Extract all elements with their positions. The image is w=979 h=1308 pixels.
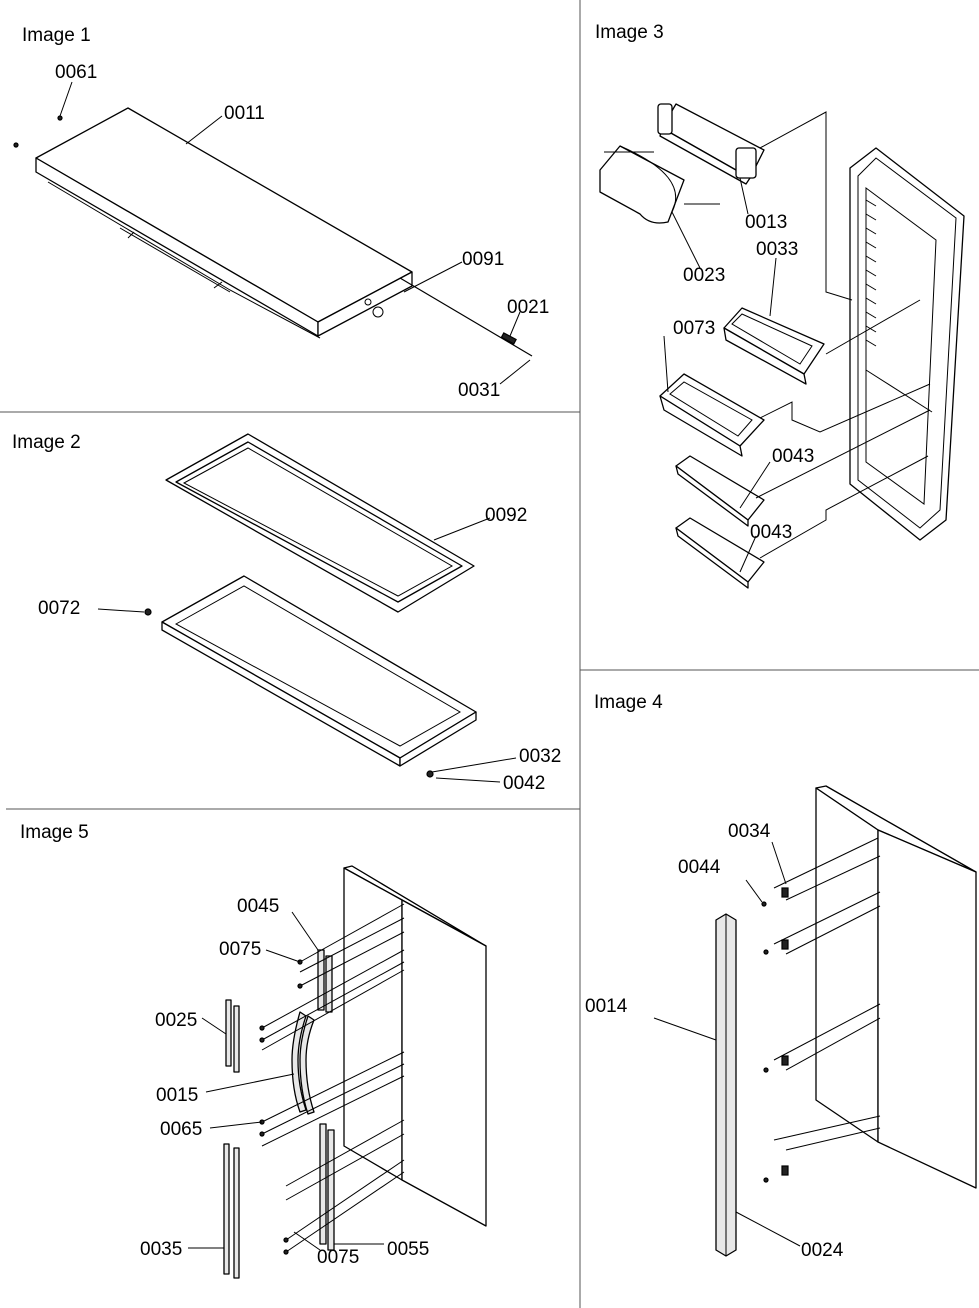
screws-0075 (283, 959, 303, 1255)
callout-0055: 0055 (387, 1239, 429, 1260)
panel-title-image-3: Image 3 (595, 22, 664, 43)
callout-0024: 0024 (801, 1240, 844, 1261)
screw-0061 (13, 115, 63, 148)
bushing-0021 (500, 332, 517, 345)
mount-lines-image-4 (773, 837, 881, 1151)
panel-image-1: Image 1 0061 0011 0091 (13, 25, 549, 401)
callout-0045: 0045 (237, 896, 279, 917)
dairy-cover-0023 (599, 145, 685, 224)
callout-0073: 0073 (673, 318, 715, 339)
door-panel-image-5 (343, 865, 487, 1227)
bushings-0034 (781, 887, 789, 1176)
panel-title-image-2: Image 2 (12, 432, 81, 453)
dairy-bin-0013 (657, 103, 765, 185)
door-bin-0043-upper (675, 455, 765, 527)
panel-title-image-1: Image 1 (22, 25, 91, 46)
gasket-0092 (165, 433, 475, 613)
callout-0061: 0061 (55, 62, 97, 83)
callout-0042: 0042 (503, 773, 545, 794)
trim-0025 (225, 999, 240, 1073)
screws-0065 (259, 1025, 265, 1137)
callout-0075-upper: 0075 (219, 939, 261, 960)
door-bin-0033 (723, 307, 825, 385)
door-liner (849, 147, 965, 541)
trim-0035 (223, 1143, 240, 1279)
callout-0023: 0023 (683, 265, 725, 286)
callout-0091: 0091 (462, 249, 504, 270)
callout-0072: 0072 (38, 598, 80, 619)
callout-0043-lower: 0043 (750, 522, 792, 543)
callout-0033: 0033 (756, 239, 798, 260)
mount-lines-image-5 (261, 903, 405, 1253)
callout-0011: 0011 (224, 103, 265, 124)
callout-0065: 0065 (160, 1119, 202, 1140)
callout-0035: 0035 (140, 1239, 182, 1260)
panel-title-image-5: Image 5 (20, 822, 89, 843)
frame-0032 (161, 575, 477, 767)
callout-0025: 0025 (155, 1010, 197, 1031)
callout-0032: 0032 (519, 746, 561, 767)
callout-0021: 0021 (507, 297, 549, 318)
door-bin-0043-lower (675, 517, 765, 589)
screw-0072 (144, 608, 152, 616)
door-panel-image-4 (815, 785, 977, 1189)
panel-title-image-4: Image 4 (594, 692, 663, 713)
callout-0043-upper: 0043 (772, 446, 814, 467)
liner-ribs (865, 199, 877, 347)
screw-0042 (426, 770, 434, 778)
panel-image-5: Image 5 (20, 822, 487, 1279)
callout-0075-lower: 0075 (317, 1247, 359, 1268)
handle-0014 (715, 913, 737, 1257)
panel-image-2: Image 2 0092 0072 0032 0042 (12, 432, 561, 794)
panel-image-4: Image 4 (585, 692, 977, 1261)
callout-0014: 0014 (585, 996, 628, 1017)
handle-0015 (291, 1011, 315, 1115)
rod-0091 (399, 277, 533, 357)
callout-0013: 0013 (745, 212, 787, 233)
trim-0055 (319, 1123, 335, 1251)
callout-0034: 0034 (728, 821, 771, 842)
callout-0044: 0044 (678, 857, 721, 878)
callout-0092: 0092 (485, 505, 527, 526)
callout-0015: 0015 (156, 1085, 198, 1106)
panel-image-3: Image 3 (595, 22, 965, 589)
screws-0044 (761, 901, 769, 1183)
callout-0031: 0031 (458, 380, 500, 401)
door-bin-0073 (659, 373, 765, 457)
shelf-panel-0011 (35, 107, 413, 339)
